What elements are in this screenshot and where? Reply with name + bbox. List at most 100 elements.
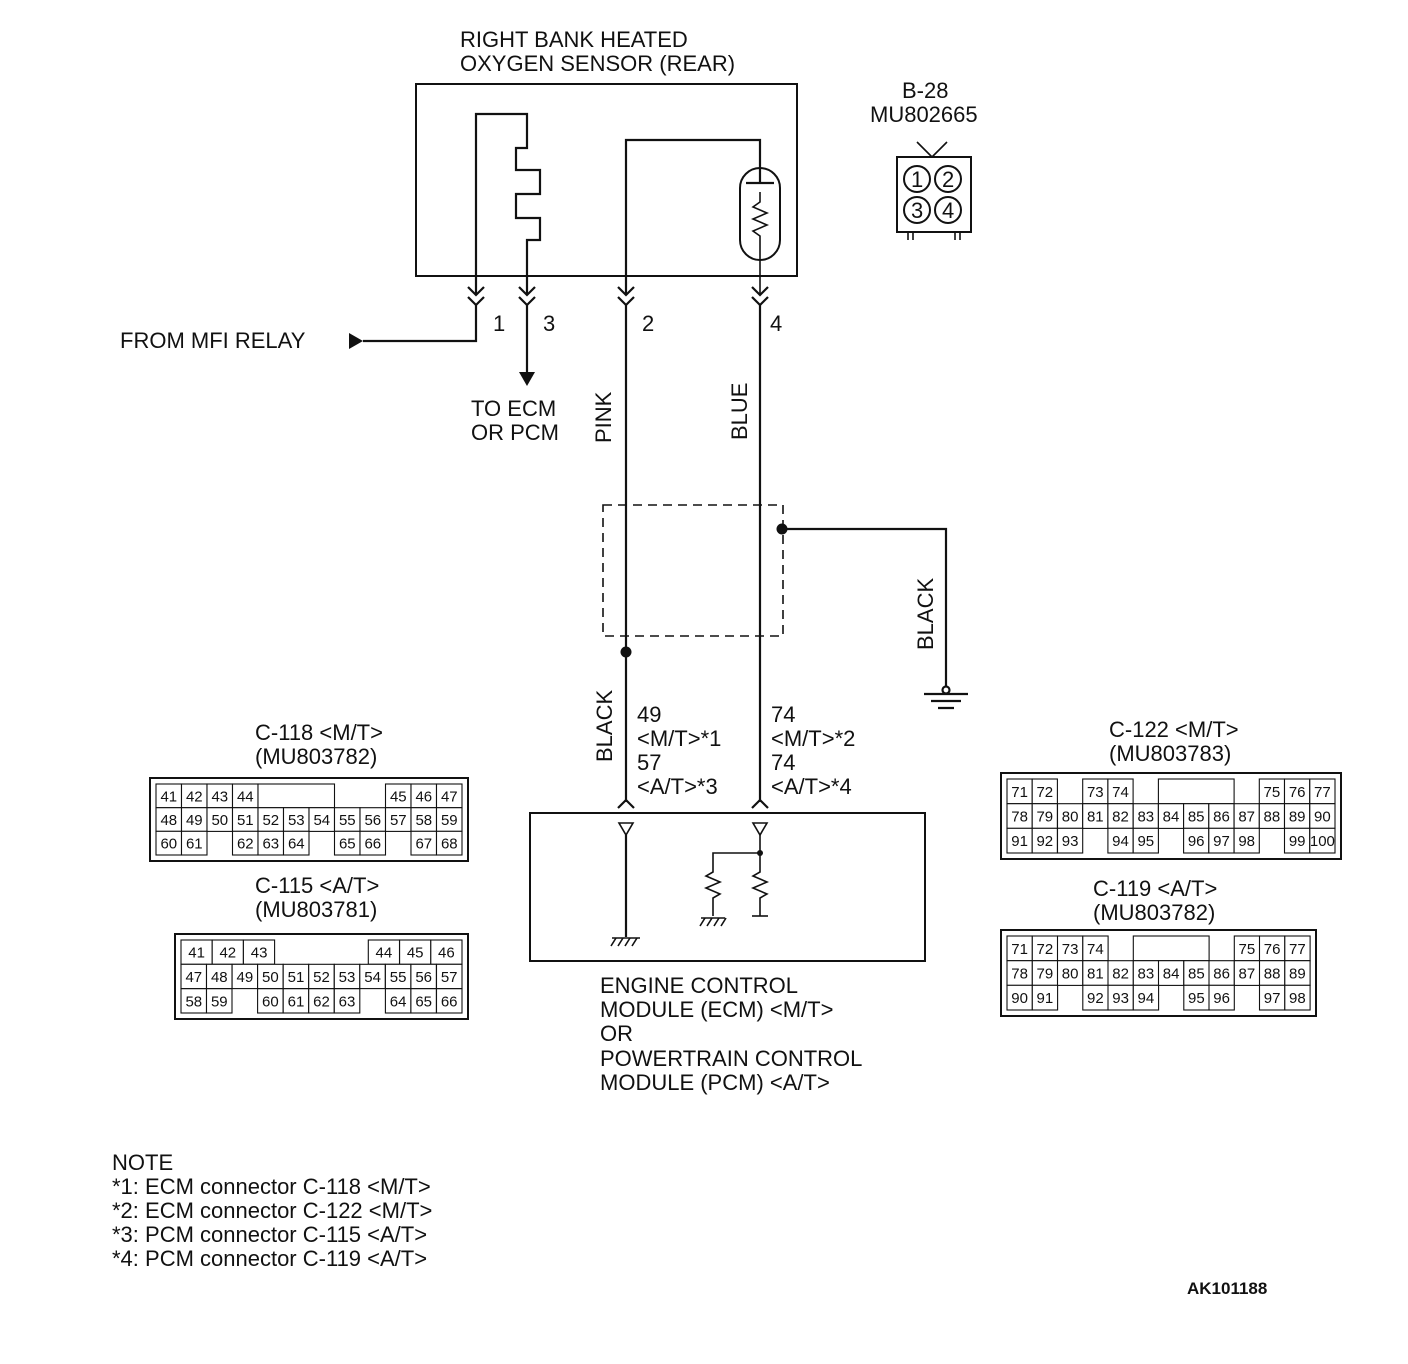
- c119-pin-cell: [1006, 935, 1033, 962]
- c122-pin-label: 91: [1011, 833, 1028, 850]
- b28-connector-icon: 1 2 3 4: [896, 141, 972, 240]
- c115-pin-cell: [430, 939, 463, 965]
- c115-pin-label: 57: [441, 969, 458, 986]
- c115-pin-cell: [257, 963, 284, 990]
- c122-pin-label: 78: [1011, 809, 1028, 826]
- c115-pin-label: 44: [376, 945, 393, 962]
- c122-pin-cell: [1283, 803, 1311, 829]
- c115-pin-label: 59: [211, 993, 228, 1010]
- c119-pin-cell: [1183, 960, 1210, 986]
- c115-pin-label: 65: [415, 993, 432, 1010]
- c115-pin-label: 62: [313, 993, 330, 1010]
- note-line-2: *2: ECM connector C-122 <M/T>: [112, 1198, 432, 1223]
- c118-pin-label: 41: [160, 788, 177, 805]
- c118-pin-label: 47: [441, 788, 458, 805]
- c119-pin-label: 97: [1264, 990, 1281, 1007]
- c118-pin-label: 64: [288, 836, 305, 853]
- mfi-arrow-icon: [349, 333, 363, 349]
- c122-pin-label: 75: [1264, 784, 1281, 801]
- c118-pin-label: 49: [186, 812, 203, 829]
- shield-drain-wire: [782, 527, 948, 687]
- ecm-left-ground-icon: [610, 937, 640, 947]
- c122-pin-label: 73: [1087, 784, 1104, 801]
- c122-pin-label: 90: [1314, 809, 1331, 826]
- ecm-label-line5: MODULE (PCM) <A/T>: [600, 1070, 830, 1095]
- c122-pin-cell: [1132, 803, 1159, 829]
- c119-pin-label: 92: [1087, 990, 1104, 1007]
- c122-pin-cell: [1006, 803, 1033, 829]
- c122-pin-cell: [1107, 778, 1134, 805]
- c122-pin-label: 100: [1310, 833, 1335, 850]
- c119-pin-cell: [1006, 960, 1033, 986]
- c118-pin-cell: [435, 830, 463, 856]
- b28-pin-2: 2: [942, 167, 954, 192]
- c119-pin-label: 95: [1188, 990, 1205, 1007]
- c119-pin-cell: [1132, 960, 1160, 986]
- c115-pin-label: 47: [185, 969, 202, 986]
- c118-pin-label: 48: [160, 812, 177, 829]
- to-ecm-label-2: OR PCM: [471, 420, 559, 445]
- ecm-right-internal-wire: [750, 835, 770, 916]
- c118-pin-label: 55: [339, 812, 356, 829]
- c122-pin-label: 92: [1036, 833, 1053, 850]
- sensor-cell-plate: [746, 170, 774, 185]
- c119-pin-cell: [1284, 984, 1311, 1011]
- terminal-left-2: <M/T>*1: [637, 726, 721, 751]
- c118-pin-label: 46: [415, 788, 432, 805]
- c115-pin-label: 64: [390, 993, 407, 1010]
- c119-pin-cell: [1258, 935, 1286, 962]
- c119-pin-label: 79: [1037, 966, 1054, 983]
- c115-pin-cell: [384, 988, 412, 1014]
- c122-pin-label: 99: [1289, 833, 1306, 850]
- b28-part: MU802665: [870, 102, 978, 127]
- c118-pin-label: 42: [186, 788, 203, 805]
- to-ecm-arrow-icon: [519, 372, 535, 386]
- terminal-right-3: 74: [771, 750, 795, 775]
- sensor-title-line2: OXYGEN SENSOR (REAR): [460, 51, 735, 76]
- c119-pin-label: 94: [1138, 990, 1155, 1007]
- c119-pin-label: 86: [1213, 966, 1230, 983]
- c115-pin-cell: [211, 939, 244, 965]
- ground-icon: [924, 685, 968, 710]
- c118-pin-label: 61: [186, 836, 203, 853]
- c115-pin-label: 51: [288, 969, 305, 986]
- c115-pin-cell: [435, 988, 463, 1014]
- c122-part: (MU803783): [1109, 741, 1231, 766]
- c119-pin-label: 98: [1289, 990, 1306, 1007]
- c122-pin-cell: [1283, 778, 1311, 805]
- c122-title: C-122 <M/T>: [1109, 717, 1239, 742]
- c119-pin-cell: [1183, 984, 1210, 1011]
- c119-pin-label: 96: [1213, 990, 1230, 1007]
- c122-pin-label: 80: [1062, 809, 1079, 826]
- c118-outline: [149, 777, 469, 862]
- c118-cavity: [257, 783, 336, 809]
- c115-pin-label: 53: [339, 969, 356, 986]
- c115-pin-label: 46: [438, 945, 455, 962]
- ecm-label-line1: ENGINE CONTROL: [600, 973, 798, 998]
- sensor-box: [415, 83, 798, 277]
- c119-pin-label: 88: [1264, 966, 1281, 983]
- c122-pin-cell: [1208, 827, 1235, 854]
- c115-pin-cell: [333, 963, 361, 990]
- c115-pin-label: 63: [339, 993, 356, 1010]
- c122-pin-label: 86: [1213, 809, 1230, 826]
- c115-pin-label: 55: [390, 969, 407, 986]
- black-ground-wire-label: BLACK: [913, 578, 938, 650]
- c118-pin-label: 67: [415, 836, 432, 853]
- c119-pin-label: 78: [1011, 966, 1028, 983]
- blue-wire-label: BLUE: [727, 383, 752, 440]
- c118-title: C-118 <M/T>: [255, 720, 383, 745]
- c118-pin-label: 50: [211, 812, 228, 829]
- figure-code: AK101188: [1187, 1279, 1267, 1298]
- c115-pin-label: 45: [407, 945, 424, 962]
- c118-pin-label: 53: [288, 812, 305, 829]
- pink-wire-label: PINK: [591, 391, 616, 443]
- c115-outline: [174, 933, 469, 1020]
- c122-cavity: [1157, 778, 1235, 805]
- c122-pin-cell: [1233, 803, 1260, 829]
- c115-pin-cell: [410, 988, 437, 1014]
- c122-pin-label: 82: [1112, 809, 1129, 826]
